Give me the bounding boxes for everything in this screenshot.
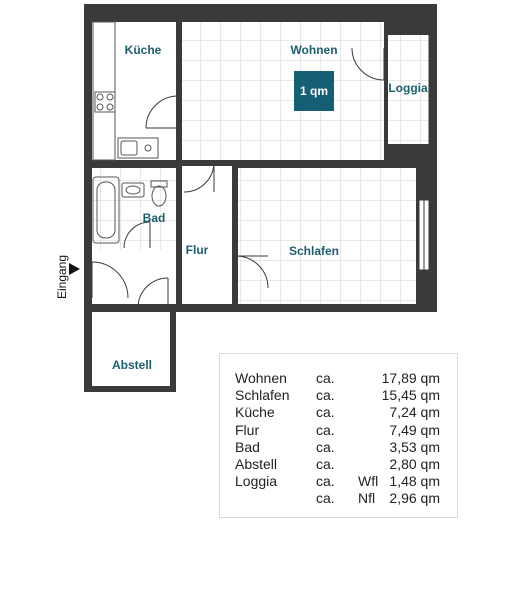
area-value: 15,45 qm: [381, 387, 440, 404]
schlafen-window: [418, 199, 430, 271]
wohnen-floor: [182, 22, 384, 160]
toilet-icon: [150, 180, 168, 188]
kitchen-fixtures: [92, 21, 159, 161]
scale-square: [294, 71, 334, 111]
area-value: 7,49 qm: [389, 421, 440, 438]
loggia-floor: [388, 34, 430, 144]
area-approx: ca.: [316, 473, 335, 490]
area-value: 1,48 qm: [389, 473, 440, 490]
scale-label: 1 qm: [300, 84, 328, 98]
area-room-name: Abstell: [235, 456, 278, 472]
room-label-loggia: Loggia: [388, 81, 428, 95]
area-approx: ca.: [316, 421, 335, 438]
area-approx: ca.: [316, 370, 335, 386]
abstell-floor: [92, 312, 170, 386]
loggia-frame: [386, 33, 432, 144]
area-value: 3,53 qm: [389, 438, 440, 455]
area-approx: ca.: [316, 387, 335, 404]
entrance-label: Eingang: [55, 255, 69, 299]
area-room-name: Küche: [235, 404, 275, 421]
area-row: Bad ca. 3,53 qm: [220, 439, 457, 456]
kitchen-counter: [92, 21, 116, 161]
area-row: Abstell ca. 2,80 qm: [220, 456, 457, 473]
area-row: Loggia ca. Wfl 1,48 qm: [220, 473, 457, 490]
area-room-name: Loggia: [235, 473, 278, 490]
flur-floor: [92, 250, 176, 304]
area-approx: ca.: [316, 438, 335, 455]
washbasin-icon: [121, 182, 145, 198]
door-swings: [91, 47, 385, 309]
area-row: ca. Nfl 2,96 qm: [220, 490, 457, 507]
room-label-wohnen: Wohnen: [290, 43, 337, 57]
room-label-flur: Flur: [186, 243, 209, 257]
bathtub-icon: [92, 176, 120, 244]
flur-hall-floor: [182, 166, 232, 304]
entrance-arrow-icon: [69, 263, 80, 275]
area-value: 7,24 qm: [389, 404, 440, 421]
room-label-abstell: Abstell: [112, 358, 152, 372]
room-floors: [92, 22, 430, 386]
area-approx: ca.: [316, 456, 335, 472]
bath-fixtures: [92, 176, 168, 244]
area-type-prefix: Nfl: [358, 490, 376, 507]
kueche-floor: [92, 22, 176, 160]
area-type-prefix: Wfl: [358, 473, 379, 490]
area-approx: ca.: [316, 490, 335, 507]
area-value: 2,80 qm: [389, 456, 440, 472]
area-row: Flur ca. 7,49 qm: [220, 422, 457, 439]
area-row: Wohnen ca. 17,89 qm: [220, 370, 457, 387]
area-room-name: Bad: [235, 438, 260, 455]
room-label-kueche: Küche: [125, 43, 162, 57]
area-room-name: Flur: [235, 421, 260, 438]
schlafen-floor: [238, 168, 416, 304]
area-room-name: Schlafen: [235, 387, 290, 404]
area-room-name: Wohnen: [235, 370, 287, 386]
area-value: 17,89 qm: [381, 370, 440, 386]
area-value: 2,96 qm: [389, 490, 440, 507]
room-label-bad: Bad: [143, 211, 166, 225]
area-approx: ca.: [316, 404, 335, 421]
room-label-schlafen: Schlafen: [289, 244, 339, 258]
area-row: Schlafen ca. 15,45 qm: [220, 387, 457, 404]
sink-icon: [117, 137, 159, 159]
area-row: Küche ca. 7,24 qm: [220, 404, 457, 421]
stove-icon: [94, 91, 116, 113]
